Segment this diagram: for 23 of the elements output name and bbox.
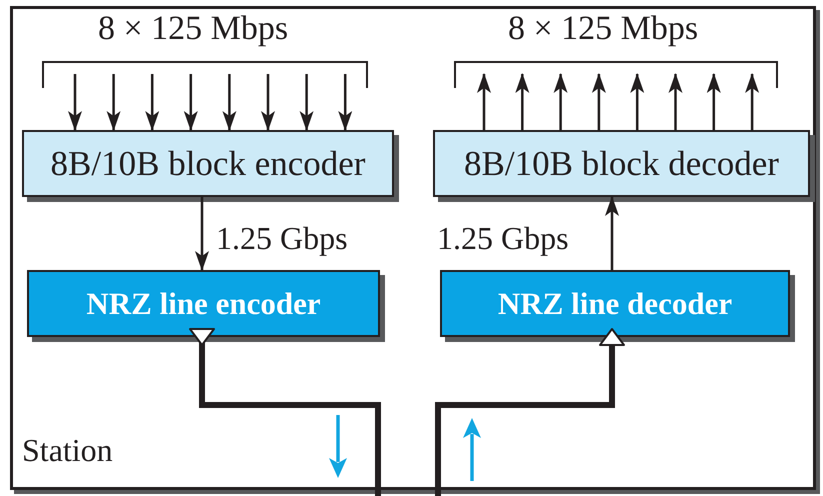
- arrow: [745, 73, 760, 130]
- arrow: [106, 74, 121, 131]
- arrow: [435, 328, 625, 496]
- arrow: [554, 73, 568, 130]
- arrow: [222, 74, 236, 131]
- arrow: [630, 73, 644, 130]
- rate-label: 8 × 125 Mbps: [98, 10, 288, 48]
- arrow: [300, 74, 314, 131]
- arrow: [605, 196, 619, 270]
- arrow: [195, 197, 209, 271]
- arrow: [184, 74, 198, 131]
- arrow: [592, 73, 606, 130]
- arrow: [68, 74, 82, 131]
- rate-label: 8 × 125 Mbps: [508, 10, 698, 48]
- arrow: [668, 73, 682, 130]
- arrow: [515, 73, 530, 130]
- arrow: [477, 73, 491, 130]
- arrow: [261, 74, 275, 131]
- arrow: [338, 74, 352, 131]
- cable-line: [189, 328, 381, 496]
- arrow: [706, 73, 721, 130]
- station-label: Station: [22, 432, 113, 469]
- arrow: [145, 74, 160, 131]
